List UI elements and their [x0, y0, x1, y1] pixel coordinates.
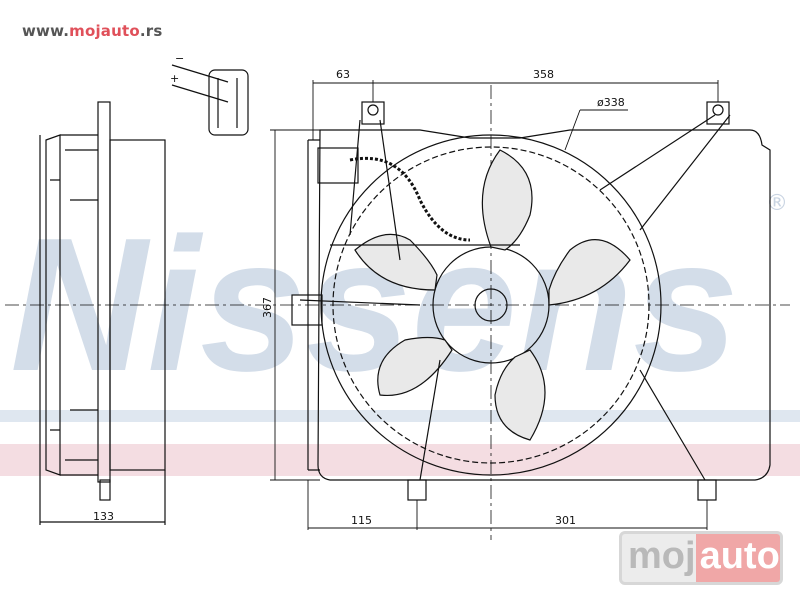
bottom-right-pin — [697, 479, 717, 501]
harness-connector — [317, 147, 359, 184]
fan-hub — [474, 288, 508, 322]
side-view — [39, 101, 166, 525]
url-brand: mojauto — [69, 22, 140, 40]
connector-minus-label: − — [175, 52, 184, 65]
fan-shroud-ring — [320, 134, 662, 476]
dim-133: 133 — [93, 510, 114, 523]
fan-guard-ring — [332, 146, 650, 464]
dim-367: 367 — [261, 297, 274, 318]
site-url[interactable]: www.mojauto.rs — [22, 22, 163, 40]
url-prefix: www. — [22, 22, 70, 40]
wire-harness — [349, 156, 471, 242]
url-suffix: .rs — [139, 22, 163, 40]
dim-diameter: ø338 — [597, 96, 625, 109]
dim-115: 115 — [351, 514, 372, 527]
registered-mark: ® — [766, 191, 788, 216]
dim-358: 358 — [533, 68, 554, 81]
connector-plus-label: + — [170, 72, 179, 85]
watermark-band-blue — [0, 410, 800, 422]
dimension-lines — [270, 80, 719, 530]
connector-detail — [171, 64, 249, 136]
fan-blades — [354, 149, 631, 441]
dim-301: 301 — [555, 514, 576, 527]
bottom-left-pin — [407, 479, 427, 501]
watermark-band-pink — [0, 444, 800, 476]
logo-part-auto: auto — [695, 534, 780, 582]
mounting-struts — [299, 114, 731, 481]
shroud-frame — [307, 129, 771, 481]
side-mount — [291, 294, 323, 326]
logo-part-moj: moj — [628, 535, 696, 577]
dim-63: 63 — [336, 68, 350, 81]
